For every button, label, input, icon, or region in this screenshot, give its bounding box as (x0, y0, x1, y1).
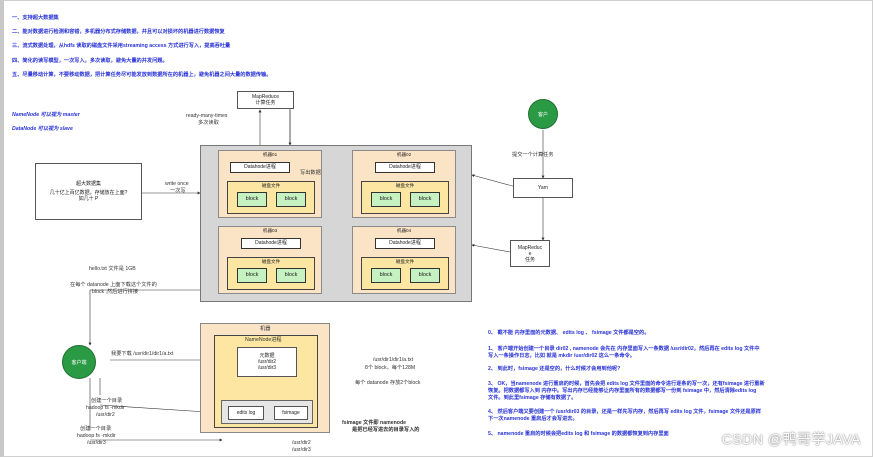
namenode-machine-title: 机器 (260, 326, 271, 332)
mapreduce-sub: 计算任务 (255, 100, 276, 106)
machine-04-disk: 磁盘文件 block block (361, 257, 449, 290)
machine-04-block-2: block (410, 268, 440, 283)
write-label: 写出数据 (300, 170, 321, 176)
create2-title: 创建一个目录 (80, 426, 112, 432)
yarn-box: Yarn (513, 178, 573, 198)
machine-02-title: 机器02 (396, 152, 412, 157)
machine-01-disk: 磁盘文件 block block (227, 181, 315, 214)
note-top-1: 一、支持超大数据集 (12, 15, 59, 21)
path-label-2: 8个 block，每个128M (365, 365, 416, 371)
machine-01-disk-title: 磁盘文件 (261, 183, 281, 188)
create2-cmd2: /usr/dir3 (87, 440, 106, 446)
note-bottom-2: 2、 到此时，fsimage 还是空的，什么时候才会用到他呢? (488, 366, 621, 372)
machine-04-datanode: Datahode进程 (375, 238, 435, 249)
machine-04: 机器04 Datahode进程 磁盘文件 block block (352, 226, 456, 294)
note-bottom-3c: 文件。到此里fsimage 存储有数据了。 (488, 395, 577, 401)
fsimage-box: fsimage (274, 406, 308, 420)
note-bottom-1b: 写入一条操作日志，比如 就是 mkdir /usr/dir02 这么一条命令。 (488, 353, 635, 359)
machine-02: 机器02 Datahode进程 磁盘文件 block block (352, 150, 456, 218)
machine-03-block-2: block (276, 268, 306, 283)
mapreduce-task-box: MapReduc e 任务 (510, 240, 550, 267)
mr-line1: MapReduc (517, 244, 543, 251)
machine-03: 机器03 Datahode进程 磁盘文件 block block (218, 226, 322, 294)
create1-cmd2: /usr/dir2 (96, 412, 115, 418)
bigdata-box: 超大数据集 几十亿上百亿数据，存储放在上面? 如几十 P (35, 163, 142, 220)
note-bottom-4: 4、 然后客户端又要创建一个 /usr/dir03 的目录，还是一样先写内存，然… (488, 409, 761, 415)
create1-title: 创建一个目录 (91, 398, 123, 404)
upload-note-2: block ,然后进行拼接 (92, 289, 139, 295)
fsimage-note-2: 是把已经写进去的目录写入的 (352, 427, 420, 433)
note-top-5: 五、尽量移动计算，不要移动数据，把计算任务尽可能发放到数据所在的机器上，避免机器… (12, 72, 272, 78)
machine-04-block-1: block (371, 268, 401, 283)
machine-01-datanode: Datahode进程 (230, 162, 290, 173)
bottom-path-1: /usr/dir2 (292, 440, 311, 446)
path-label-1: /usr/dir1/dir1/a.txt (373, 357, 414, 363)
namenode-disk: edits log fsimage (221, 400, 313, 424)
machine-01-title: 机器01 (262, 152, 278, 157)
machine-02-disk: 磁盘文件 block block (361, 181, 449, 214)
mapreduce-box: MapReduce 计算任务 (237, 91, 294, 109)
machine-01-block-1: block (237, 192, 267, 207)
fsimage-label: fsimage (282, 410, 300, 416)
path-label-3: 每个 datanode 存放2个block (355, 380, 421, 386)
machine-03-block-1: block (237, 268, 267, 283)
machine-03-datanode: Datahode进程 (241, 238, 301, 249)
machine-04-title: 机器04 (396, 228, 412, 233)
machine-01: 机器01 Datahode进程 磁盘文件 block block (218, 150, 322, 218)
machine-03-disk: 磁盘文件 block block (227, 257, 315, 290)
mr-line3: 任务 (524, 256, 535, 263)
note-top-4: 四、简化的读写模型，一次写入，多次读取，避免大量的并发问题。 (12, 58, 168, 64)
machine-04-disk-title: 磁盘文件 (395, 259, 415, 264)
editslog-label: edits log (236, 410, 256, 416)
bigdata-body: 几十亿上百亿数据，存储放在上面? (49, 190, 128, 196)
fsimage-note-1: fsimage 文件即 namenode (342, 420, 406, 426)
create2-cmd1: hadoop fs -mkdir (77, 433, 116, 439)
note-bottom-3b: 恢复。把数据都写入到 内存中。写出内存已经能够让内存里面所有的数据都写一份到 f… (488, 388, 757, 394)
upload-note-1: 在每个 datanode 上面下载这个文件的 (70, 282, 157, 288)
yarn-label: Yarn (537, 185, 549, 191)
machine-02-disk-title: 磁盘文件 (395, 183, 415, 188)
meta-title: 元数据 (259, 353, 275, 359)
editslog-box: edits log (228, 406, 264, 420)
create1-cmd1: hadoop fs -mkdir (86, 405, 125, 411)
machine-02-datanode: Datahode进程 (375, 162, 435, 173)
ready-label-1: ready-many-times (186, 113, 228, 119)
role-datanode: DataNode 可以视为 slave (12, 126, 73, 132)
watermark: CSDN @鸭哥学JAVA (721, 431, 861, 447)
meta-l2: /usr/dir3 (257, 365, 277, 371)
machine-01-block-2: block (276, 192, 306, 207)
machine-02-block-1: block (371, 192, 401, 207)
namenode-process: NameNode进程 元数据 /usr/dir2 /usr/dir3 edits… (214, 335, 318, 428)
write-once-1: write once (165, 181, 189, 187)
machine-03-title: 机器03 (262, 228, 278, 233)
bottom-path-2: /usr/dir3 (292, 447, 311, 453)
meta-l1: /usr/dir2 (257, 359, 277, 365)
mapreduce-title: MapReduce (252, 94, 279, 100)
note-top-2: 二、能对数据进行检测和容错，多机器分布式存储数据，并且可以对损坏的机器进行数据恢… (12, 29, 225, 35)
download-label: 我要下载 /usr/dir1/dir1/a.txt (111, 351, 174, 357)
role-namenode: NameNode 可以视为 master (12, 112, 80, 118)
bigdata-body2: 如几十 P (78, 196, 99, 202)
note-top-3: 三、流式数据处理，从hdfs 读取的磁盘文件采用streaming access… (12, 43, 231, 49)
namenode-process-title: NameNode进程 (245, 337, 282, 343)
client-circle-top: 客户 (528, 99, 558, 129)
machine-02-block-2: block (410, 192, 440, 207)
mr-line2: e (528, 250, 532, 257)
note-bottom-0: 0、 截不能 内存里面的元数据、 edits log 、 fsimage 文件都… (488, 330, 650, 336)
namenode-machine: 机器 NameNode进程 元数据 /usr/dir2 /usr/dir3 ed… (200, 323, 330, 433)
machine-03-disk-title: 磁盘文件 (261, 259, 281, 264)
write-once-2: 一次写 (170, 188, 186, 194)
note-bottom-3: 3、 OK，当namenode 进行重启的时候，首先会把 edits log 文… (488, 381, 765, 387)
note-bottom-4b: 下一次namenode 重启后才会写进去。 (488, 416, 578, 422)
note-bottom-1: 1、 客户端开始创建一个目录 dir02 , namenode 会先在 内存里面… (488, 346, 760, 352)
note-bottom-5: 5、 namenode 重启的时候会把edits log 和 fsimage 的… (488, 431, 669, 437)
hello-label: hello.txt 文件是 1GB (89, 266, 136, 272)
client-circle-bottom: 客户端 (62, 345, 96, 379)
bigdata-title: 超大数据集 (75, 181, 101, 187)
metadata-box: 元数据 /usr/dir2 /usr/dir3 (237, 347, 297, 377)
ready-label-2: 多次读取 (198, 120, 219, 126)
submit-label: 提交一个计算任务 (512, 152, 554, 158)
